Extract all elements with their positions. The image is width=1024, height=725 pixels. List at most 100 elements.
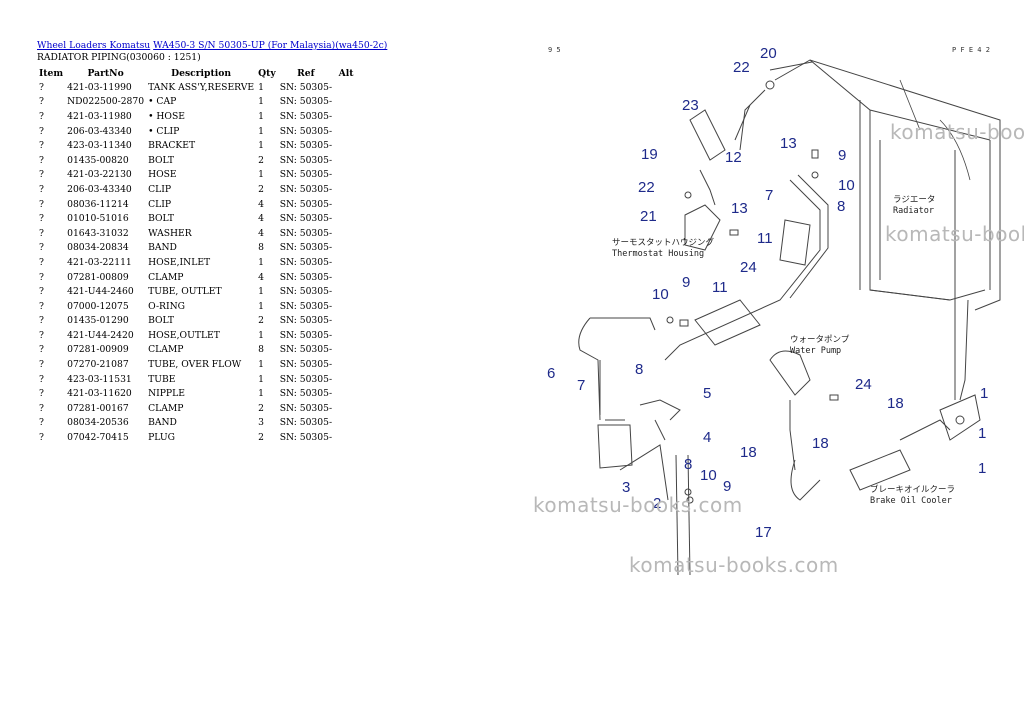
cell-alt [334,153,358,168]
cell-description: CLIP [148,198,172,210]
cell-ref: SN: 50305- [279,213,333,225]
cell-ref: SN: 50305- [279,359,333,371]
cell-description: TUBE [148,373,176,385]
cell-partno: 421-03-11980 [67,110,132,122]
cell-description: • CLIP [148,125,180,137]
cell-alt [334,372,358,387]
cell-description: HOSE,INLET [148,256,211,268]
cell-description: • HOSE [148,110,185,122]
callout-number: 9 [682,274,690,291]
callout-number: 5 [703,385,711,402]
cell-qty: 1 [258,256,264,268]
cell-description: CLIP [148,183,172,195]
cell-description: BOLT [148,213,175,225]
callout-number: 3 [622,479,630,496]
callout-number: 22 [733,59,750,76]
callout-number: 7 [577,377,585,394]
breadcrumb-link-wheel-loaders[interactable]: Wheel Loaders Komatsu [37,40,151,51]
cell-ref: SN: 50305- [279,256,333,268]
callout-number: 1 [978,425,986,442]
cell-item: ? [39,125,44,137]
cell-partno: 07000-12075 [67,300,129,312]
callout-number: 8 [837,198,845,215]
cell-qty: 8 [258,344,264,356]
cell-ref: SN: 50305- [279,242,333,254]
cell-description: TUBE, OUTLET [148,286,222,298]
cell-alt [334,343,358,358]
cell-partno: 421-03-11620 [67,388,132,400]
cell-partno: 01435-01290 [67,315,129,327]
cell-ref: SN: 50305- [279,286,333,298]
cell-item: ? [39,329,44,341]
cell-description: TANK ASS'Y,RESERVE [148,81,255,93]
cell-item: ? [39,286,44,298]
cell-qty: 2 [258,432,264,444]
callout-number: 17 [755,524,772,541]
cell-alt [334,80,358,95]
diagram-page-code-right: P F E 4 2 [952,46,990,54]
cell-alt [334,168,358,183]
cell-qty: 1 [258,388,264,400]
callout-number: 8 [684,456,692,473]
cell-ref: SN: 50305- [279,110,333,122]
cell-item: ? [39,169,44,181]
callout-number: 7 [765,187,773,204]
cell-alt [334,401,358,416]
cell-item: ? [39,81,44,93]
cell-qty: 4 [258,198,264,210]
cell-partno: 01435-00820 [67,154,129,166]
cell-ref: SN: 50305- [279,140,333,152]
cell-qty: 1 [258,359,264,371]
cell-ref: SN: 50305- [279,344,333,356]
cell-alt [334,430,358,445]
cell-ref: SN: 50305- [279,96,333,108]
callout-number: 24 [855,376,872,393]
breadcrumb-link-model[interactable]: WA450-3 S/N 50305-UP (For Malaysia)(wa45… [153,40,388,51]
cell-description: CLAMP [148,402,184,414]
cell-item: ? [39,344,44,356]
cell-qty: 2 [258,183,264,195]
cell-qty: 1 [258,373,264,385]
cell-ref: SN: 50305- [279,432,333,444]
callout-number: 1 [978,460,986,477]
cell-ref: SN: 50305- [279,81,333,93]
callout-number: 12 [725,149,742,166]
cell-description: BRACKET [148,140,196,152]
radiator-piping-diagram: 9 5 P F E 4 2 ラジエータ Radiator サーモスタットハウジン… [547,45,1001,576]
cell-partno: 421-U44-2460 [67,286,134,298]
cell-description: O-RING [148,300,185,312]
cell-alt [334,109,358,124]
callout-number: 20 [760,45,777,62]
thermostat-en-label: Thermostat Housing [612,249,704,259]
brake-jp-label: ブレーキオイルクーラ [870,484,955,495]
parts-table: Item PartNo Description Qty Ref Alt ?421… [37,66,358,445]
cell-item: ? [39,242,44,254]
cell-partno: 421-03-22111 [67,256,132,268]
callout-number: 9 [723,478,731,495]
cell-item: ? [39,154,44,166]
cell-partno: 01643-31032 [67,227,129,239]
callout-number: 9 [838,147,846,164]
cell-qty: 2 [258,402,264,414]
cell-partno: 421-03-11990 [67,81,132,93]
cell-item: ? [39,359,44,371]
cell-alt [334,255,358,270]
cell-alt [334,182,358,197]
radiator-en-label: Radiator [893,206,934,216]
cell-description: • CAP [148,96,177,108]
callout-number: 10 [700,467,717,484]
callout-number: 18 [887,395,904,412]
